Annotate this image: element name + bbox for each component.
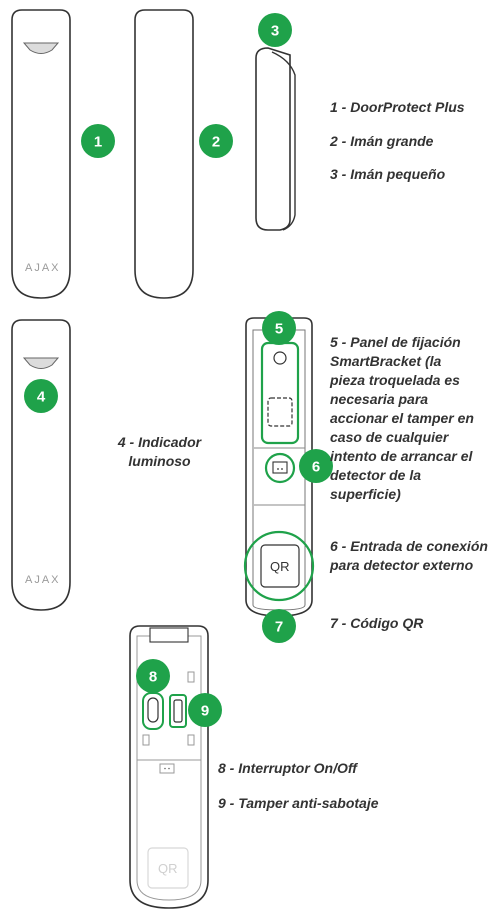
detector-internals: QR	[129, 625, 209, 909]
tamper-highlight	[169, 694, 187, 728]
caption-led-indicator: 4 - Indicador luminoso	[117, 434, 202, 469]
detector-front: AJAX	[11, 9, 71, 299]
qr-label: QR	[270, 559, 290, 574]
tamper-button	[173, 699, 183, 723]
svg-text:1: 1	[94, 134, 102, 151]
svg-text:5: 5	[275, 321, 283, 338]
svg-text:2: 2	[212, 134, 220, 151]
callout-1: 1	[81, 124, 115, 158]
port-highlight	[264, 452, 296, 484]
large-magnet	[134, 9, 194, 299]
led-indicator	[22, 42, 60, 54]
ajax-logo-2: AJAX	[25, 574, 61, 586]
small-magnet	[255, 47, 296, 231]
caption-external-input: 6 - Entrada de conexión para detector ex…	[330, 538, 488, 573]
svg-text:9: 9	[201, 703, 209, 720]
callout-8: 8	[136, 659, 170, 693]
svg-text:6: 6	[312, 459, 320, 476]
power-switch	[147, 697, 159, 723]
external-input-port	[272, 461, 288, 474]
caption-on-off-switch: 8 - Interruptor On/Off	[218, 760, 357, 776]
caption-smartbracket: 5 - Panel de fijación SmartBracket (la p…	[330, 334, 474, 502]
svg-text:8: 8	[149, 669, 157, 686]
callout-2: 2	[199, 124, 233, 158]
svg-text:7: 7	[275, 619, 283, 636]
caption-tamper: 9 - Tamper anti-sabotaje	[218, 795, 379, 811]
callout-3: 3	[258, 13, 292, 47]
qr-code-plate	[260, 544, 300, 588]
caption-qr-code: 7 - Código QR	[330, 615, 424, 631]
detector-front-led: AJAX	[11, 319, 71, 611]
callout-5: 5	[262, 311, 296, 345]
callout-7: 7	[262, 609, 296, 643]
callout-6: 6	[299, 449, 333, 483]
caption-doorprotect-plus: 1 - DoorProtect Plus	[330, 99, 465, 115]
caption-small-magnet: 3 - Imán pequeño	[330, 166, 446, 182]
ajax-logo: AJAX	[25, 262, 61, 274]
svg-text:4: 4	[37, 389, 46, 406]
svg-text:3: 3	[271, 23, 279, 40]
callout-9: 9	[188, 693, 222, 727]
qr-label-faint: QR	[158, 861, 178, 876]
callout-4: 4	[24, 379, 58, 413]
caption-large-magnet: 2 - Imán grande	[330, 133, 434, 149]
qr-highlight	[243, 530, 315, 602]
